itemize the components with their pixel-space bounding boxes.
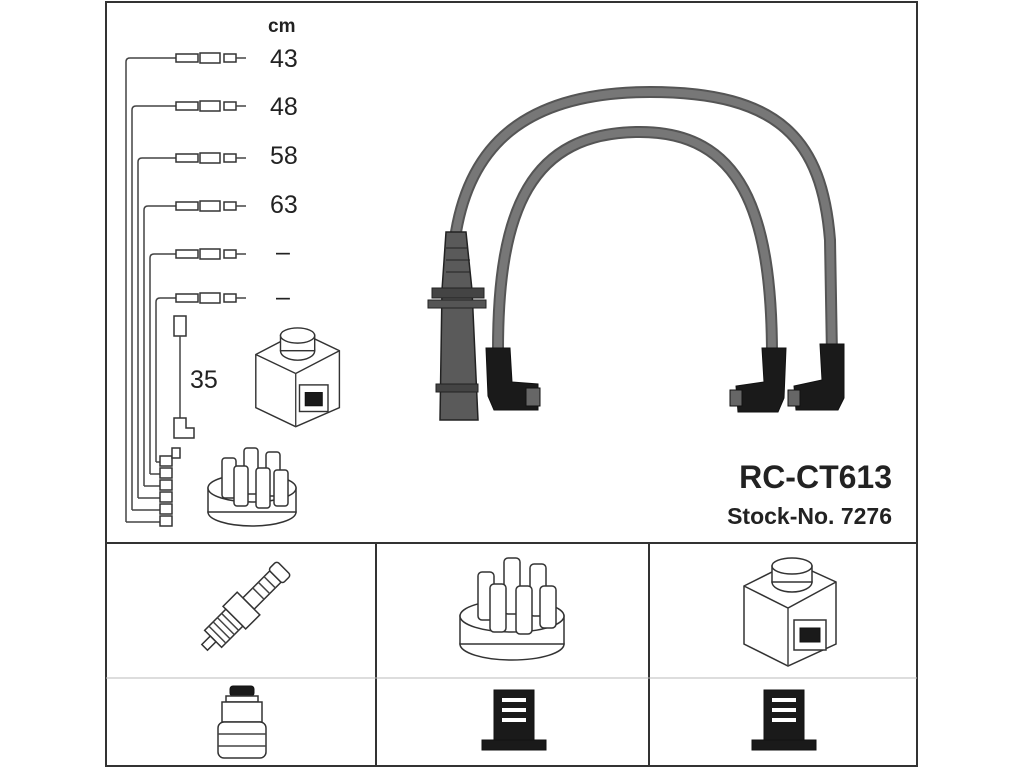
diagram-frame (105, 1, 918, 767)
spark-plug-illustration (200, 561, 291, 652)
length-unit-label: cm (268, 16, 295, 37)
plug-boot-connector-illustration (217, 685, 267, 759)
ignition-coil-illustration (743, 557, 837, 667)
lead-length-5: – (276, 238, 290, 266)
lead-length-1: 43 (270, 45, 298, 73)
lead-length-2: 48 (270, 93, 298, 121)
ignition-coil-small (255, 327, 341, 428)
coil-lead-length: 35 (190, 366, 218, 394)
cap-terminal-stack (159, 447, 181, 527)
lead-length-3: 58 (270, 142, 298, 170)
lead-length-labels: 43 48 58 63 – – (270, 45, 298, 311)
angled-plug-boot-middle (729, 347, 787, 413)
product-code: RC-CT613 (739, 459, 892, 495)
lead-length-4: 63 (270, 191, 298, 219)
distributor-cap-small (207, 447, 297, 527)
stock-number: Stock-No. 7276 (727, 503, 892, 529)
lead-connectors (175, 52, 246, 304)
coil-connector-illustration (751, 689, 817, 751)
coil-lead: 35 (173, 315, 218, 439)
lead-length-6: – (276, 283, 290, 311)
distributor-cap-illustration (459, 557, 565, 661)
angled-plug-boot-right (787, 343, 845, 411)
cap-connector-illustration (481, 689, 547, 751)
lead-bundle (125, 57, 181, 527)
straight-plug-boot (427, 231, 487, 421)
angled-plug-boot-left (485, 347, 541, 411)
ignition-cables-illustration (427, 85, 845, 421)
